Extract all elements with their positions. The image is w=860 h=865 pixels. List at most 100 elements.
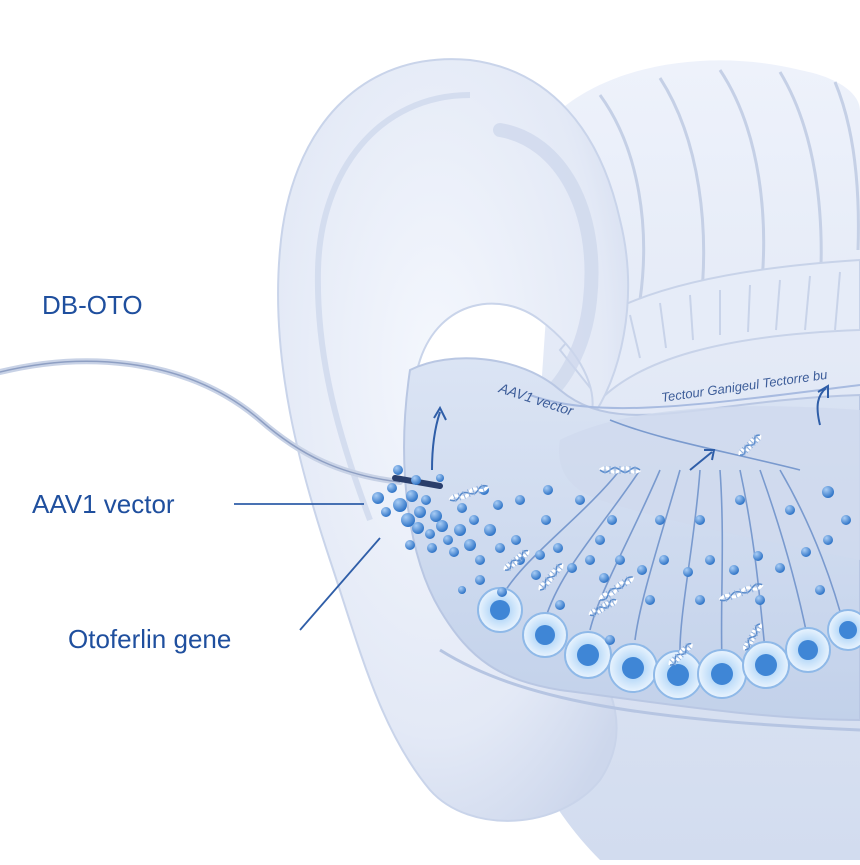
- dna-helices: [448, 434, 764, 666]
- gene-leader-line: [299, 537, 381, 631]
- vector-particle-icon: [841, 515, 851, 525]
- hair-cell-icon: [477, 587, 523, 633]
- vector-particle-icon: [421, 495, 431, 505]
- vector-particle-icon: [541, 515, 551, 525]
- hair-cells: [477, 587, 860, 700]
- vector-particle-icon: [615, 555, 625, 565]
- vector-particle-icon: [393, 465, 403, 475]
- vector-particle-icon: [822, 486, 834, 498]
- arrow-curve-icon: [816, 387, 827, 426]
- dna-helix-icon: [503, 549, 530, 571]
- vector-particle-icon: [735, 495, 745, 505]
- dna-helix-icon: [538, 563, 564, 591]
- vector-particle-icon: [785, 505, 795, 515]
- vector-particle-icon: [475, 575, 485, 585]
- vector-particle-icon: [411, 475, 421, 485]
- vector-particle-icon: [535, 550, 545, 560]
- hair-cell-icon: [742, 641, 790, 689]
- vector-particle-icon: [683, 567, 693, 577]
- vector-particle-icon: [495, 543, 505, 553]
- vector-particle-icon: [775, 563, 785, 573]
- vector-particle-icon: [705, 555, 715, 565]
- vector-particle-icon: [406, 490, 418, 502]
- hair-cell-icon: [564, 631, 612, 679]
- vector-particle-icon: [645, 595, 655, 605]
- vector-particle-icon: [607, 515, 617, 525]
- leader-lines: [234, 503, 381, 631]
- vector-label: AAV1 vector: [32, 489, 175, 519]
- vector-particle-icon: [469, 515, 479, 525]
- hair-cell-icon: [522, 612, 568, 658]
- vector-particle-icon: [425, 529, 435, 539]
- dna-helix-icon: [668, 643, 693, 666]
- vector-particle-icon: [458, 586, 466, 594]
- dna-helix-icon: [743, 623, 762, 651]
- vector-particle-icon: [464, 539, 476, 551]
- vector-particle-icon: [637, 565, 647, 575]
- dna-helix-icon: [448, 484, 489, 503]
- dna-helix-icon: [599, 466, 641, 474]
- hair-cell-icon: [785, 627, 831, 673]
- vector-particle-icon: [457, 503, 467, 513]
- arrow-right-icon: [689, 451, 713, 471]
- vector-particle-icon: [401, 513, 415, 527]
- hair-cell-icon: [697, 649, 747, 699]
- vector-particle-icon: [443, 535, 453, 545]
- vector-particle-icon: [436, 474, 444, 482]
- vector-particle-icon: [553, 543, 563, 553]
- vector-particle-icon: [575, 495, 585, 505]
- vector-particle-icon: [484, 524, 496, 536]
- arrow-head-icon: [433, 405, 447, 421]
- vector-particle-icon: [430, 510, 442, 522]
- vector-particle-icon: [543, 485, 553, 495]
- hair-cell-icon: [827, 609, 860, 651]
- vector-particle-icon: [427, 543, 437, 553]
- vector-particle-icon: [659, 555, 669, 565]
- vector-particle-icon: [755, 595, 765, 605]
- vector-particle-icon: [605, 635, 615, 645]
- product-label: DB-OTO: [42, 290, 143, 320]
- vector-particle-icon: [372, 492, 384, 504]
- vector-particle-icon: [515, 495, 525, 505]
- vector-particle-icon: [729, 565, 739, 575]
- arrow-head-icon: [704, 449, 716, 461]
- gene-label: Otoferlin gene: [68, 624, 232, 654]
- vector-particle-icon: [655, 515, 665, 525]
- vector-particle-icon: [801, 547, 811, 557]
- flow-arrows: [431, 384, 829, 471]
- vector-particle-icon: [555, 600, 565, 610]
- vector-particle-icon: [493, 500, 503, 510]
- vector-particle-icon: [497, 587, 507, 597]
- vector-particle-icon: [595, 535, 605, 545]
- vector-particle-icon: [454, 524, 466, 536]
- dna-helix-icon: [718, 582, 764, 603]
- hair-cell-icon: [608, 643, 658, 693]
- vector-particle-icon: [436, 520, 448, 532]
- vector-particle-icon: [393, 498, 407, 512]
- vector-particle-icon: [414, 506, 426, 518]
- vector-particle-icon: [511, 535, 521, 545]
- vector-particle-icon: [585, 555, 595, 565]
- dna-helix-icon: [598, 576, 635, 601]
- vector-particle-icon: [405, 540, 415, 550]
- vector-particle-icon: [387, 483, 397, 493]
- vector-particle-icon: [449, 547, 459, 557]
- vector-particle-icon: [567, 563, 577, 573]
- vector-particle-icon: [599, 573, 609, 583]
- vector-particle-icon: [531, 570, 541, 580]
- vector-particle-icon: [381, 507, 391, 517]
- dna-helix-icon: [738, 434, 762, 456]
- arrow-head-icon: [817, 384, 829, 398]
- vector-particle-icon: [823, 535, 833, 545]
- vector-particle-icon: [815, 585, 825, 595]
- vector-particle-icon: [695, 515, 705, 525]
- arrow-up-icon: [431, 411, 441, 471]
- dna-helix-icon: [588, 598, 618, 617]
- vector-particle-icon: [753, 551, 763, 561]
- hair-cell-icon: [653, 650, 703, 700]
- vector-particle-icon: [695, 595, 705, 605]
- vector-particle-icon: [475, 555, 485, 565]
- vector-particle-icon: [412, 522, 424, 534]
